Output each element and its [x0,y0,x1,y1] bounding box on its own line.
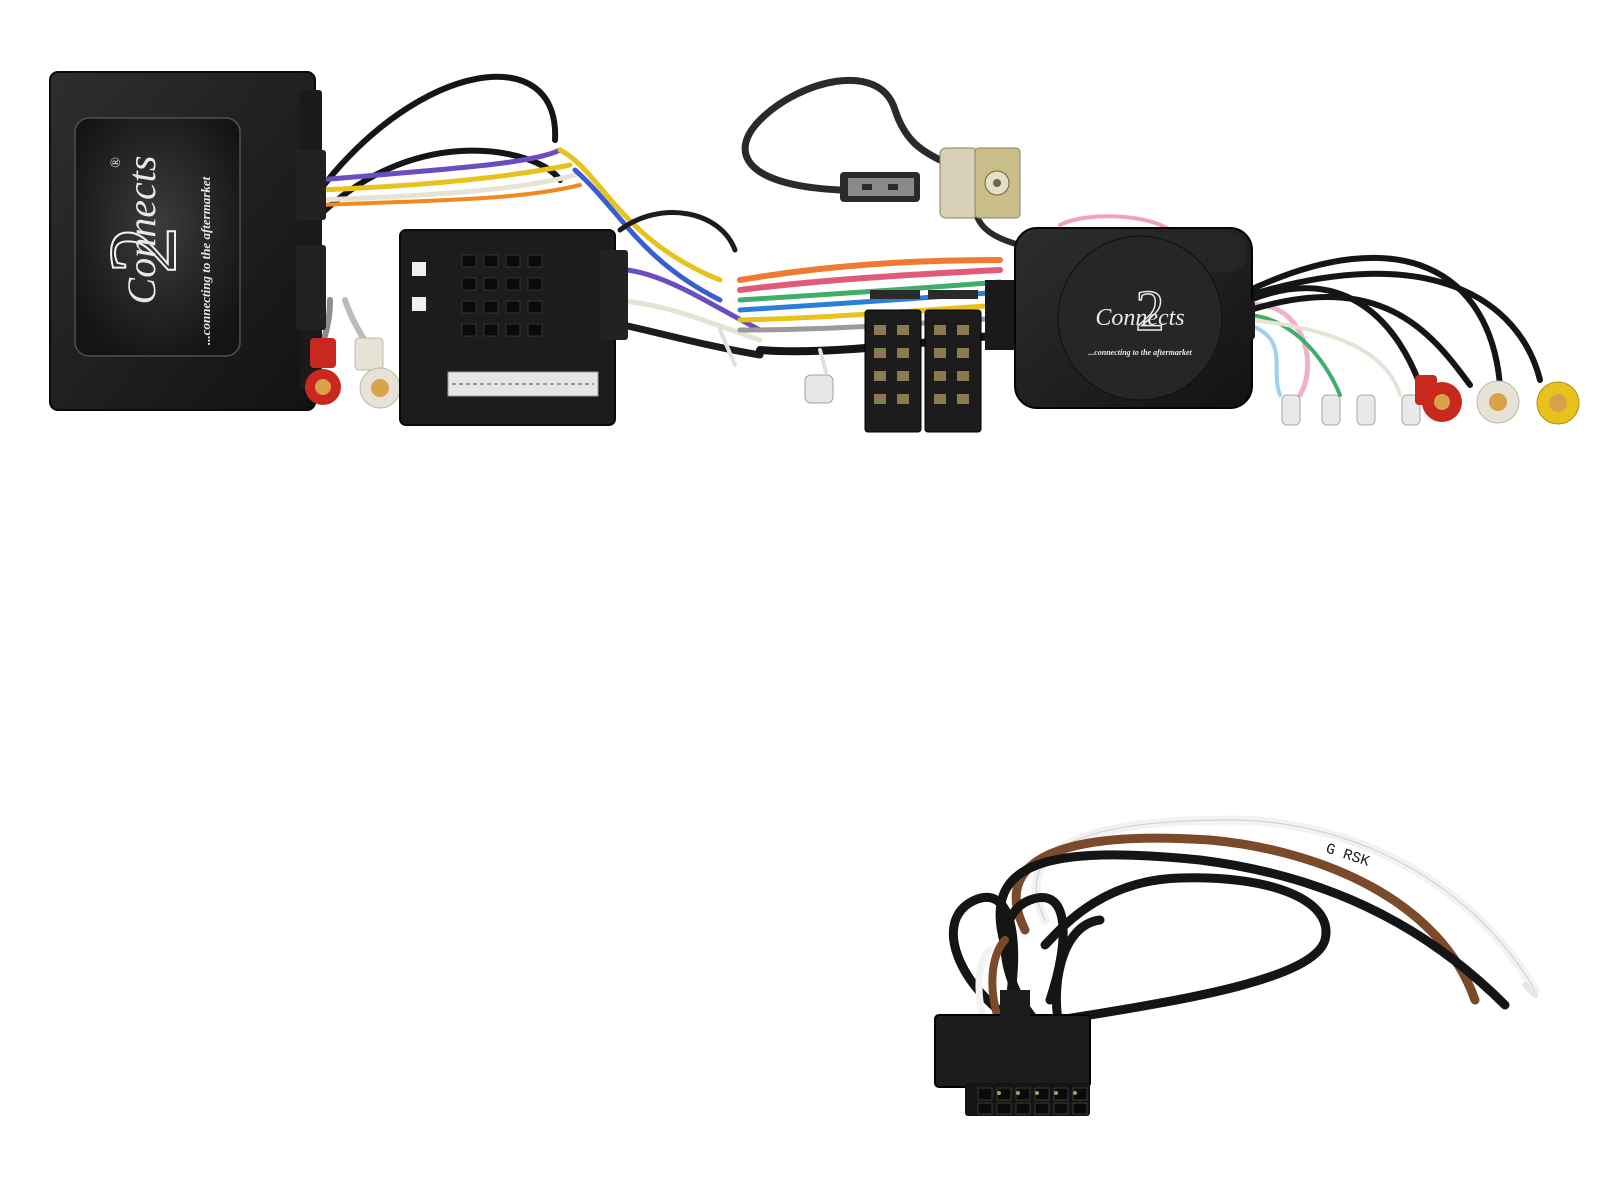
iso-connector-right [924,290,982,433]
usb-plug [840,172,920,202]
rca-red-plug-left [305,338,341,405]
iso-connector-left [864,290,922,433]
svg-text:®: ® [109,157,124,168]
rca-yellow-plug-right [1536,381,1580,425]
quadlock-connector [399,229,628,426]
main-module-tagline: ...connecting to the aftermarket [198,176,213,345]
connects2-logo: 2 Connects ® [88,156,197,305]
12-pin-connector [934,990,1091,1116]
spade-terminal-mid [804,374,834,404]
connects2-logo-small: 2 Connects ...connecting to the aftermar… [1088,277,1192,357]
rca-white-plug-right [1476,380,1520,424]
spade-terminals-right [1281,394,1421,426]
control-box: 2 Connects ...connecting to the aftermar… [985,227,1255,409]
rca-red-plug-right [1415,375,1462,422]
fakra-antenna-connector [939,147,1021,219]
patch-lead-harness: G RSK [948,815,1540,1035]
svg-text:2: 2 [89,226,196,274]
svg-text:2: 2 [1136,278,1165,343]
wire-bundle [317,73,1543,398]
svg-text:Connects: Connects [1095,305,1184,331]
svg-text:...connecting to the aftermark: ...connecting to the aftermarket [1088,348,1192,357]
rca-white-plug-left [354,337,401,409]
svg-text:Connects: Connects [119,156,164,305]
main-interface-module: 2 Connects ® ...connecting to the afterm… [49,71,326,411]
